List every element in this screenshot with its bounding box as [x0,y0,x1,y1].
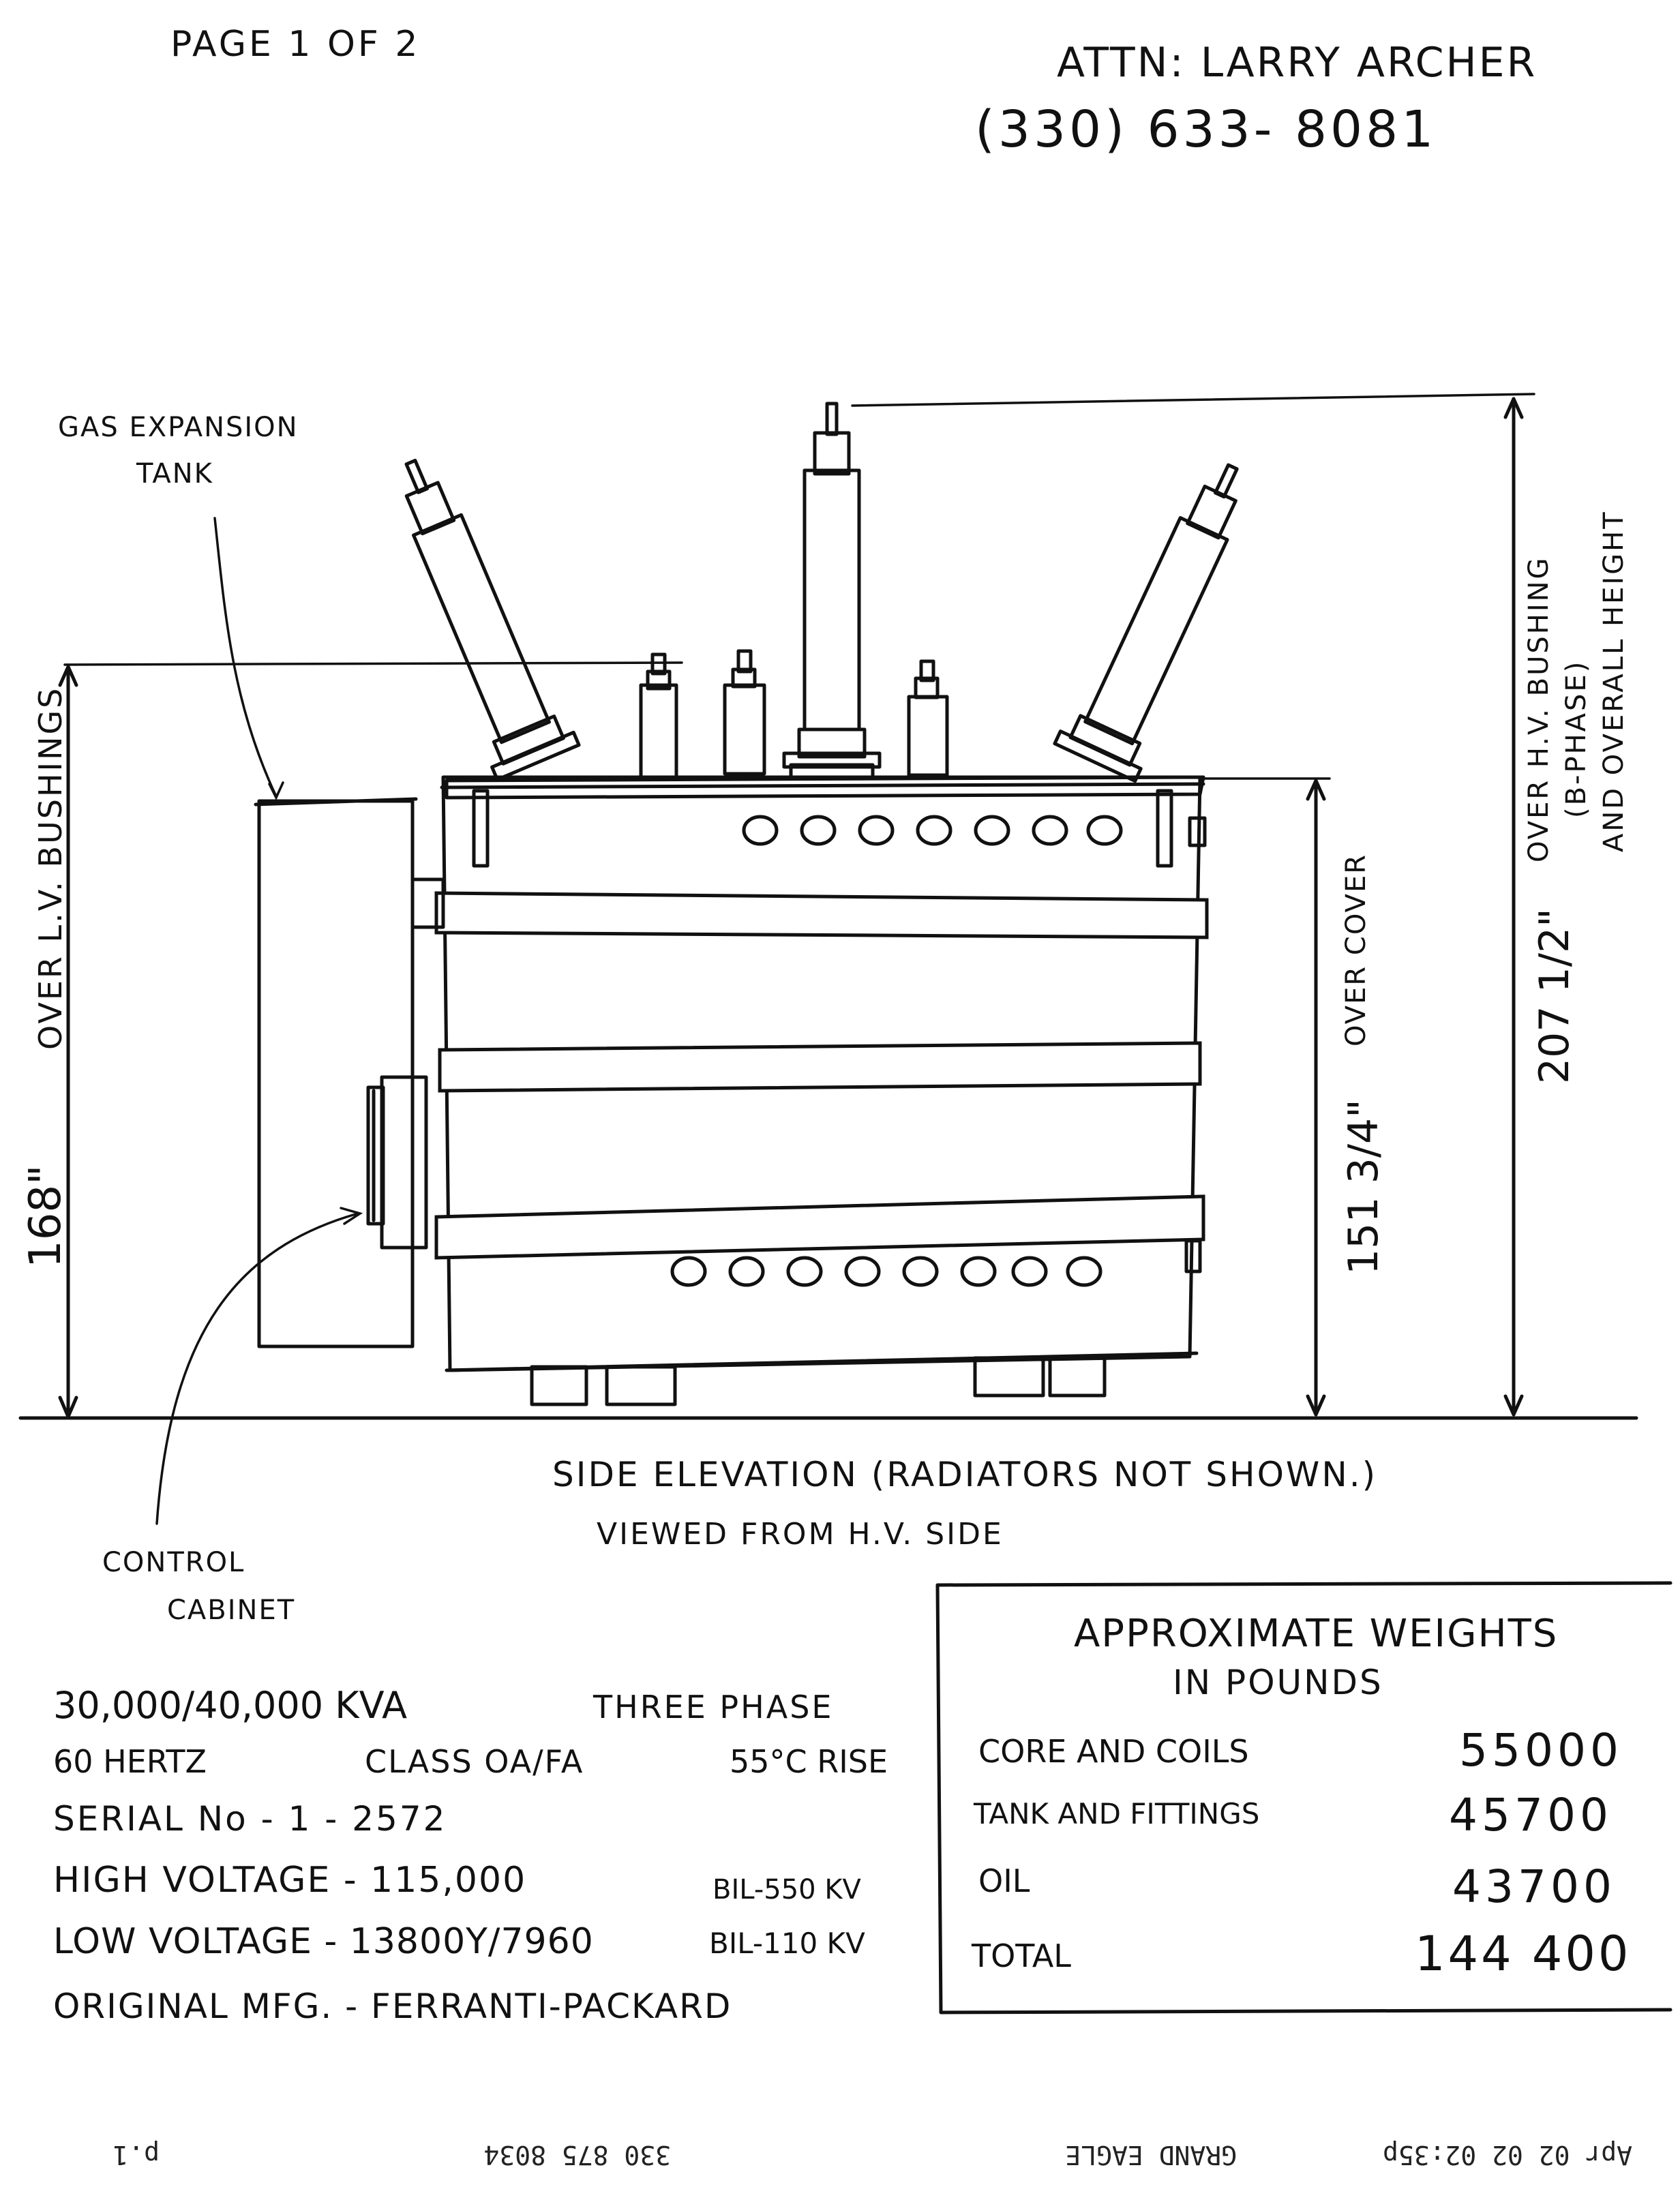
bottom-bolt-row [670,1256,1102,1287]
bolt-circle [1066,1256,1102,1287]
spec-rating: 30,000/40,000 KVA [53,1684,407,1727]
base-skid [605,1365,677,1406]
bolt-circle [960,1256,997,1287]
arrowhead [268,781,284,801]
drawing-subcaption: VIEWED FROM H.V. SIDE [597,1517,1004,1552]
tank-connection [410,877,445,929]
hv-bushing-a-phase [404,458,581,782]
control-cabinet-label-2: CABINET [167,1595,295,1626]
gas-tank-label-1: GAS EXPANSION [58,412,299,443]
weights-subtitle: IN POUNDS [1173,1663,1383,1702]
fax-number: 330 875 8034 [483,2140,671,2170]
nameplate-specs: 30,000/40,000 KVA THREE PHASE 60 HERTZ C… [53,1684,888,2026]
drawing-caption: SIDE ELEVATION (RADIATORS NOT SHOWN.) [552,1455,1377,1494]
hv-dim-label-3: AND OVERALL HEIGHT [1598,510,1630,852]
bolt-circle [728,1256,765,1287]
control-cabinet [366,1075,428,1250]
lv-bushing [907,659,949,777]
transformer-elevation [18,393,1638,1525]
spec-serial: SERIAL No - 1 - 2572 [53,1799,447,1839]
spec-low-voltage: LOW VOLTAGE - 13800Y/7960 [53,1921,594,1962]
spec-hv-bil: BIL-550 KV [712,1874,862,1905]
spec-class: CLASS OA/FA [365,1743,584,1780]
spec-high-voltage: HIGH VOLTAGE - 115,000 [53,1860,526,1901]
lv-dim-value: 168" [20,1164,71,1268]
weight-label: TOTAL [971,1937,1071,1974]
phone-number: (330) 633- 8081 [975,100,1437,159]
lv-dim-label: OVER L.V. BUSHINGS [32,687,69,1050]
spec-manufacturer: ORIGINAL MFG. - FERRANTI-PACKARD [53,1987,732,2026]
weight-value: 45700 [1449,1789,1612,1841]
weight-label: CORE AND COILS [978,1733,1249,1770]
control-cabinet-leader [155,1212,359,1525]
base-skid [530,1365,588,1406]
tank-stiffener [434,891,1209,939]
bolt-circle [800,815,837,846]
attention-line: ATTN: LARRY ARCHER [1057,39,1537,87]
arrowhead [1306,1394,1326,1417]
base-skid [1048,1356,1107,1398]
weights-table: APPROXIMATE WEIGHTS IN POUNDS CORE AND C… [935,1581,1672,2015]
bolt-circle [670,1256,707,1287]
bolt-circle [858,815,895,846]
lifting-lug [1156,789,1173,868]
lv-dim-extension [63,661,683,666]
weights-title: APPROXIMATE WEIGHTS [1074,1612,1558,1656]
arrowhead [58,1396,78,1419]
bolt-circle [902,1256,939,1287]
spec-frequency: 60 HERTZ [53,1743,207,1780]
hv-dim-label-1: OVER H.V. BUSHING [1523,556,1555,862]
bolt-circle [786,1256,823,1287]
hv-bushing-c-phase [1053,463,1239,783]
tank-cover-lip [440,782,1205,789]
spec-phase: THREE PHASE [592,1689,833,1725]
bolt-circle [742,815,779,846]
weight-label: TANK AND FITTINGS [973,1797,1259,1830]
fax-footer: Apr 02 02 02:35p GRAND EAGLE 330 875 803… [112,2140,1632,2170]
cover-dim-label: OVER COVER [1340,854,1372,1046]
arrowhead [58,665,78,687]
tank-bottom-flange [445,1351,1199,1372]
weight-label: OIL [978,1862,1030,1899]
page-number: PAGE 1 OF 2 [170,24,420,65]
hv-dim-value: 207 1/2" [1531,908,1578,1084]
hv-bushing-b-phase [782,402,882,781]
hv-dim-label-2: (B-PHASE) [1561,660,1592,818]
bolt-circle [844,1256,881,1287]
arrowhead [1306,779,1326,801]
arrowhead [1503,1394,1524,1417]
arrowhead [340,1207,363,1225]
tank-stiffener [434,1194,1205,1260]
gas-tank-label-2: TANK [136,458,213,489]
side-valve [1188,816,1207,847]
weights-box [935,1581,1672,2015]
hv-dim-extension [851,393,1535,407]
spec-lv-bil: BIL-110 KV [709,1927,865,1960]
bolt-circle [974,815,1010,846]
base-skid [973,1356,1045,1398]
lifting-lug [472,789,490,868]
cover-dim-value: 151 3/4" [1340,1099,1388,1275]
spec-temp-rise: 55°C RISE [730,1743,888,1780]
arrowhead [1503,397,1524,419]
lv-bushing [639,652,678,779]
fax-page: p.1 [112,2140,160,2170]
gas-tank-leader [213,517,278,798]
weight-value: 144 400 [1415,1926,1631,1982]
control-cabinet-label-1: CONTROL [102,1547,245,1578]
fax-sender: GRAND EAGLE [1065,2140,1237,2170]
bolt-circle [916,815,952,846]
lv-bushing [723,649,766,776]
weight-value: 55000 [1459,1724,1623,1777]
gas-expansion-tank [257,799,415,1348]
bolt-circle [1032,815,1068,846]
bolt-circle [1011,1256,1048,1287]
bolt-circle [1086,815,1123,846]
fax-date: Apr 02 02 02:35p [1383,2140,1632,2170]
tank-stiffener [438,1041,1202,1093]
tank-cover [445,775,1205,800]
cover-bolt-row [742,815,1123,846]
weight-value: 43700 [1452,1860,1616,1913]
